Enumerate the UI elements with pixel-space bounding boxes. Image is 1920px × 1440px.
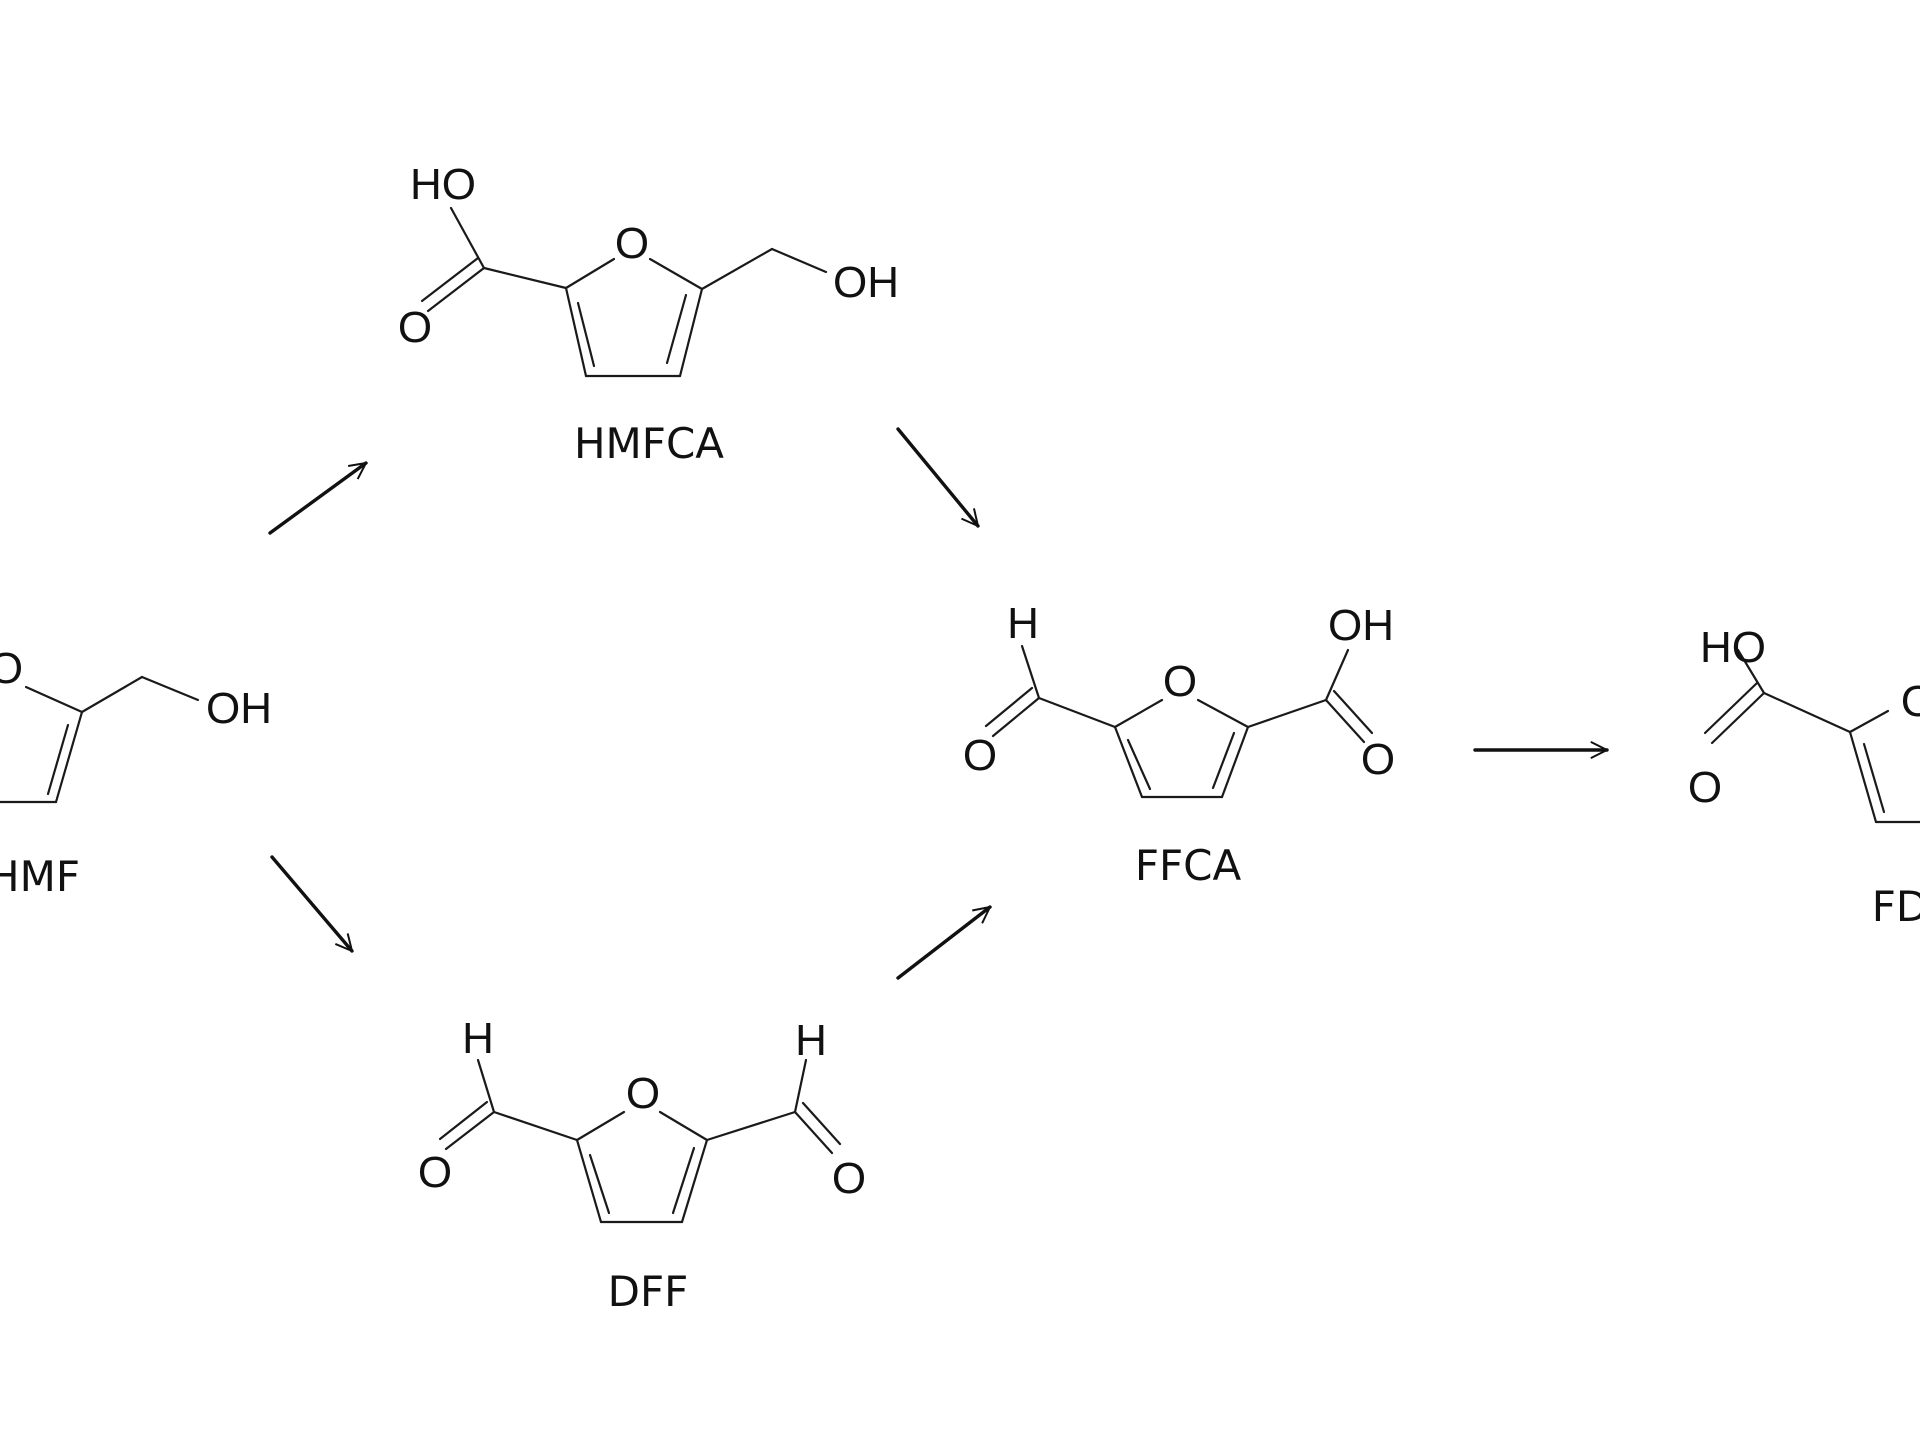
- dff-right-aldehyde-oxygen: O: [832, 1154, 866, 1203]
- hmfca-carbonyl-oxygen: O: [398, 303, 432, 352]
- ffca-carbonyl-oxygen: O: [1361, 735, 1395, 784]
- hmfca-structure: O HO O OH HMFCA: [398, 160, 899, 468]
- ffca-ring-oxygen: O: [1163, 657, 1197, 706]
- fdca-structure: O HO O FD: [1688, 623, 1920, 931]
- fdca-bonds: [1703, 648, 1920, 824]
- arrow-hmfca-to-ffca: [896, 427, 980, 528]
- fdca-name: FD: [1872, 882, 1920, 931]
- hmf-bonds: [0, 675, 200, 804]
- ffca-name: FFCA: [1135, 841, 1242, 890]
- ffca-structure: O H O OH O FFCA: [963, 599, 1395, 890]
- hmf-hydroxyl-label: OH: [206, 684, 272, 733]
- hmf-structure: O OH HMF: [0, 644, 272, 901]
- fdca-carbonyl-oxygen: O: [1688, 763, 1722, 812]
- dff-right-aldehyde-hydrogen: H: [795, 1016, 827, 1065]
- dff-left-aldehyde-oxygen: O: [418, 1148, 452, 1197]
- hmfca-name: HMFCA: [574, 419, 724, 468]
- fdca-ring-oxygen: O: [1901, 677, 1920, 726]
- ffca-aldehyde-hydrogen: H: [1007, 599, 1039, 648]
- dff-bonds: [438, 1058, 842, 1224]
- dff-structure: O H O H O DFF: [418, 1014, 866, 1316]
- ffca-bonds: [984, 644, 1374, 799]
- arrow-hmf-to-hmfca: [268, 461, 368, 535]
- ffca-acid-hydroxyl-label: OH: [1328, 601, 1394, 650]
- dff-name: DFF: [608, 1267, 689, 1316]
- hmf-ring-oxygen: O: [0, 644, 23, 693]
- dff-ring-oxygen: O: [626, 1069, 660, 1118]
- hmfca-hydroxyl-label: OH: [833, 258, 899, 307]
- arrow-dff-to-ffca: [896, 905, 992, 980]
- reaction-arrows: [268, 427, 1609, 980]
- arrow-hmf-to-dff: [270, 855, 354, 953]
- ffca-aldehyde-oxygen: O: [963, 731, 997, 780]
- hmfca-acid-hydroxyl-label: HO: [410, 160, 476, 209]
- hmfca-bonds: [420, 206, 828, 378]
- hmfca-ring-oxygen: O: [615, 219, 649, 268]
- fdca-acid-hydroxyl-label: HO: [1700, 623, 1766, 672]
- hmf-name: HMF: [0, 852, 80, 901]
- dff-left-aldehyde-hydrogen: H: [462, 1014, 494, 1063]
